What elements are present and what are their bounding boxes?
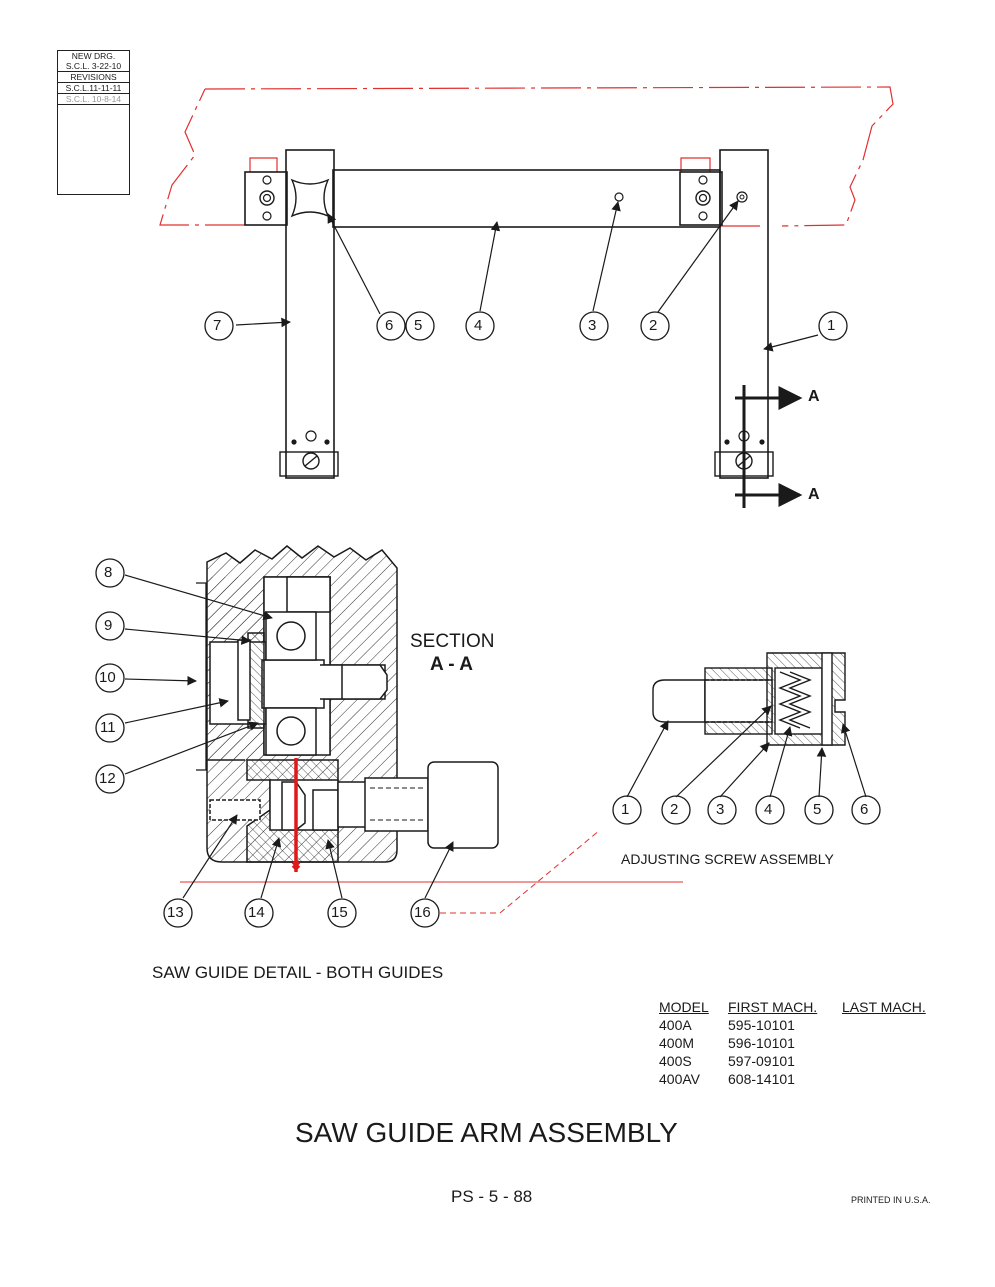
page-title: SAW GUIDE ARM ASSEMBLY <box>295 1117 678 1148</box>
balloon-14: 14 <box>248 904 265 921</box>
page-number: PS - 5 - 88 <box>451 1187 533 1206</box>
screw-balloon-4: 4 <box>764 801 773 818</box>
balloon-4: 4 <box>474 317 483 334</box>
header-model: MODEL <box>659 999 709 1015</box>
balloon-10: 10 <box>99 669 116 686</box>
screw-balloon-5: 5 <box>813 801 822 818</box>
balloon-9: 9 <box>104 617 113 634</box>
section-view <box>95 545 683 928</box>
revision-block: NEW DRG. S.C.L. 3-22-10 REVISIONS S.C.L.… <box>57 50 130 195</box>
revision-entry: NEW DRG. <box>58 50 129 61</box>
first-mach-cell: 596-10101 <box>728 1035 795 1051</box>
revision-entry-blank <box>58 104 129 117</box>
balloon-16: 16 <box>414 904 431 921</box>
model-cell: 400A <box>659 1017 692 1033</box>
section-mark-upper: A <box>808 388 820 405</box>
first-mach-cell: 595-10101 <box>728 1017 795 1033</box>
model-cell: 400S <box>659 1053 692 1069</box>
table-row: 400A 595-10101 <box>659 1016 926 1034</box>
balloon-1: 1 <box>827 317 836 334</box>
top-view <box>159 86 894 508</box>
balloon-7: 7 <box>213 317 222 334</box>
model-table: MODEL FIRST MACH. LAST MACH. 400A 595-10… <box>659 998 926 1088</box>
first-mach-cell: 608-14101 <box>728 1071 795 1087</box>
balloon-2: 2 <box>649 317 658 334</box>
screw-balloon-3: 3 <box>716 801 725 818</box>
section-mark-lower: A <box>808 486 820 503</box>
screw-balloon-6: 6 <box>860 801 869 818</box>
model-cell: 400M <box>659 1035 695 1051</box>
adjusting-screw-view <box>612 652 881 825</box>
model-table-header: MODEL FIRST MACH. LAST MACH. <box>659 998 926 1016</box>
table-row: 400M 596-10101 <box>659 1034 926 1052</box>
balloon-15: 15 <box>331 904 348 921</box>
first-mach-cell: 597-09101 <box>728 1053 795 1069</box>
phantom-frame-outline <box>159 86 894 227</box>
section-caption: SAW GUIDE DETAIL - BOTH GUIDES <box>152 963 444 982</box>
revision-entry: S.C.L. 3-22-10 <box>65 61 122 71</box>
screw-balloon-2: 2 <box>670 801 679 818</box>
table-row: 400AV 608-14101 <box>659 1070 926 1088</box>
screw-balloon-1: 1 <box>621 801 630 818</box>
balloon-12: 12 <box>99 770 116 787</box>
revision-entry: S.C.L. 10-8-14 <box>58 93 129 104</box>
balloon-5: 5 <box>414 317 423 334</box>
balloon-3: 3 <box>588 317 597 334</box>
header-last-mach: LAST MACH. <box>842 999 926 1015</box>
table-row: 400S 597-09101 <box>659 1052 926 1070</box>
balloon-11: 11 <box>100 719 116 736</box>
header-first-mach: FIRST MACH. <box>728 999 818 1015</box>
printed-note: PRINTED IN U.S.A. <box>851 1195 931 1205</box>
section-title-label: A - A <box>430 654 473 675</box>
balloon-8: 8 <box>104 564 113 581</box>
screw-caption: ADJUSTING SCREW ASSEMBLY <box>621 851 834 867</box>
balloon-6: 6 <box>385 317 394 334</box>
model-cell: 400AV <box>659 1071 700 1087</box>
revision-entry: S.C.L.11-11-11 <box>58 82 129 93</box>
balloon-13: 13 <box>167 904 184 921</box>
revision-entry: REVISIONS <box>58 71 129 82</box>
section-title: SECTION <box>410 631 495 652</box>
